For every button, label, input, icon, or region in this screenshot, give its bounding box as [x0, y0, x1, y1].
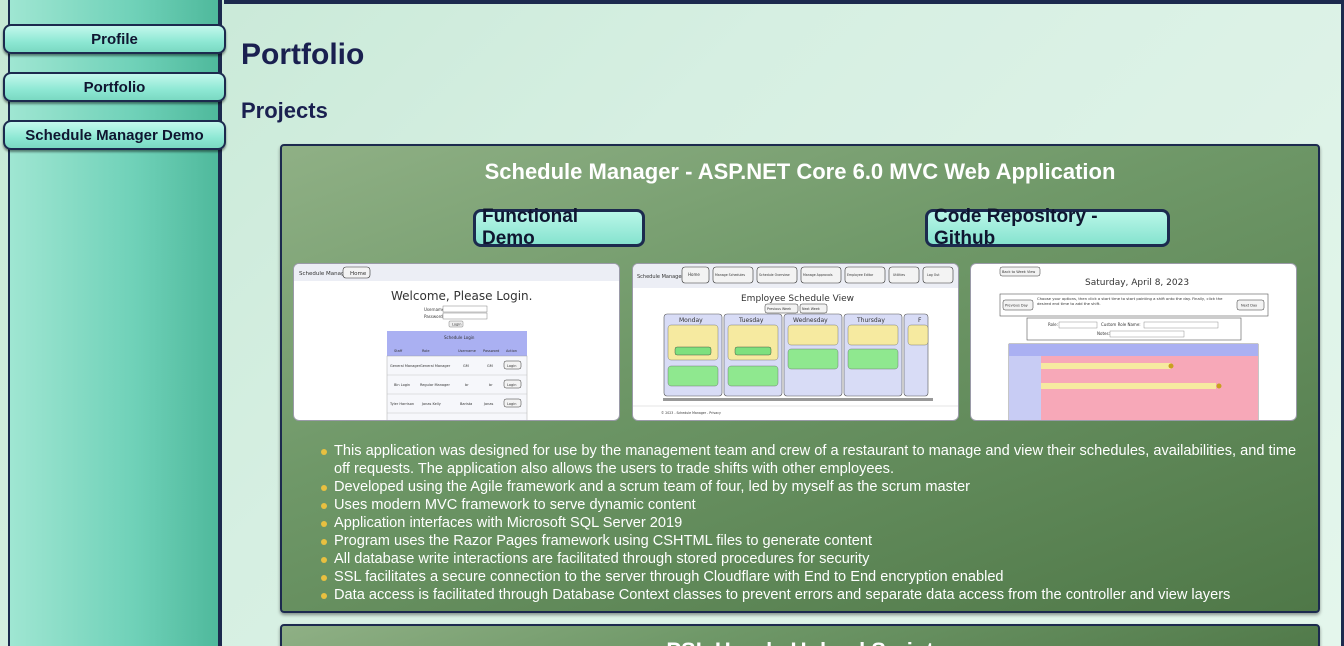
feature-item: Uses modern MVC framework to serve dynam…	[321, 496, 1309, 514]
svg-text:Utilities: Utilities	[893, 273, 905, 277]
feature-item: Developed using the Agile framework and …	[321, 478, 1309, 496]
project-card-schedule-manager: Schedule Manager - ASP.NET Core 6.0 MVC …	[280, 144, 1320, 613]
svg-text:Action: Action	[506, 349, 517, 353]
shot3-notes-label: Notes:	[1097, 331, 1110, 336]
shot1-table-title: Schedule Login	[444, 335, 475, 340]
shot3-shift-grid	[1008, 343, 1259, 420]
feature-item: Application interfaces with Microsoft SQ…	[321, 514, 1309, 532]
svg-text:Manage Schedules: Manage Schedules	[715, 273, 745, 277]
shot1-username-label: Username:	[424, 307, 446, 312]
svg-text:Wednesday: Wednesday	[793, 317, 828, 324]
top-border	[224, 0, 1344, 4]
shot2-prev-button: Previous Week	[767, 307, 791, 311]
shot1-password-label: Password:	[424, 314, 444, 319]
svg-text:Role: Role	[422, 349, 430, 353]
functional-demo-button[interactable]: Functional Demo	[473, 206, 645, 249]
feature-item: This application was designed for use by…	[321, 442, 1309, 478]
shot3-custom-label: Custom Role Name:	[1101, 322, 1141, 327]
project-card-psl-upload: PSL Hourly Upload Script	[280, 624, 1320, 646]
feature-item: SSL facilitates a secure connection to t…	[321, 568, 1309, 586]
svg-text:Monday: Monday	[679, 317, 703, 324]
svg-text:Password: Password	[483, 349, 499, 353]
screenshot-login[interactable]: Schedule Manager Home Welcome, Please Lo…	[293, 263, 620, 421]
shot1-heading: Welcome, Please Login.	[391, 289, 532, 303]
svg-text:Regular Manager: Regular Manager	[420, 383, 450, 387]
shot2-day-columns: Monday Tuesday Wednesday Thursday F	[663, 313, 929, 397]
svg-text:Thursday: Thursday	[856, 317, 885, 324]
svg-text:Staff: Staff	[394, 349, 403, 353]
shot1-table-row: Tyler Harrison Jonas Kelly Barista Jonas…	[389, 398, 522, 408]
feature-list: This application was designed for use by…	[321, 442, 1309, 604]
sidebar	[8, 0, 222, 646]
svg-text:Log Out: Log Out	[927, 273, 940, 277]
feature-item: All database write interactions are faci…	[321, 550, 1309, 568]
svg-text:Tuesday: Tuesday	[738, 317, 764, 324]
svg-text:General Manager: General Manager	[390, 364, 421, 368]
sidebar-item-profile[interactable]: Profile	[3, 24, 226, 54]
svg-text:General Manager: General Manager	[420, 364, 451, 368]
sidebar-item-schedule-manager-demo[interactable]: Schedule Manager Demo	[3, 120, 226, 150]
shot3-next-button: Next Day	[1241, 304, 1257, 308]
svg-text:Barista: Barista	[460, 402, 472, 406]
screenshot-day-editor[interactable]: Back to Week View Saturday, April 8, 202…	[970, 263, 1297, 421]
svg-text:Tyler Harrison: Tyler Harrison	[389, 402, 414, 406]
section-title: Projects	[241, 98, 328, 123]
svg-text:F: F	[918, 317, 922, 324]
screenshot-schedule-view[interactable]: Schedule Manager Home Manage Schedules S…	[632, 263, 959, 421]
svg-text:Manage Approvals: Manage Approvals	[803, 273, 833, 277]
svg-text:br: br	[465, 383, 469, 387]
project-title: PSL Hourly Upload Script	[282, 638, 1318, 646]
svg-text:Bin Login: Bin Login	[394, 383, 410, 387]
shot2-nav: Home Manage Schedules Schedule Overview …	[681, 266, 954, 284]
svg-text:Login: Login	[507, 383, 516, 387]
svg-text:Jonas Kelly: Jonas Kelly	[421, 402, 441, 406]
svg-text:Employee Editor: Employee Editor	[847, 273, 874, 277]
shot1-table-columns: Staff Role Username Password Action	[394, 349, 517, 353]
svg-text:Login: Login	[507, 402, 516, 406]
svg-text:Jonas: Jonas	[483, 402, 494, 406]
project-title: Schedule Manager - ASP.NET Core 6.0 MVC …	[484, 159, 1116, 184]
shot2-next-button: Next Week	[802, 307, 820, 311]
svg-text:br: br	[489, 383, 493, 387]
shot2-heading: Employee Schedule View	[741, 294, 854, 304]
shot2-app-name: Schedule Manager	[637, 274, 684, 280]
code-repository-button[interactable]: Code Repository - Github	[925, 206, 1170, 249]
right-border	[1341, 0, 1344, 646]
shot3-back-button: Back to Week View	[1002, 270, 1035, 274]
svg-text:GM: GM	[487, 364, 493, 368]
svg-text:Username: Username	[458, 349, 476, 353]
shot3-role-label: Role:	[1048, 322, 1058, 327]
sidebar-item-portfolio[interactable]: Portfolio	[3, 72, 226, 102]
shot1-app-name: Schedule Manager	[299, 271, 351, 277]
shot3-instructions: Choose your options, then click a start …	[1037, 296, 1223, 306]
svg-text:Home: Home	[688, 272, 700, 277]
shot1-login-button: Login	[452, 323, 461, 327]
page-title: Portfolio	[241, 38, 365, 71]
shot1-table-row: General Manager General Manager GM GM Lo…	[390, 360, 522, 370]
shot3-prev-button: Previous Day	[1005, 304, 1028, 308]
feature-item: Data access is facilitated through Datab…	[321, 586, 1309, 604]
feature-item: Program uses the Razor Pages framework u…	[321, 532, 1309, 550]
svg-text:GM: GM	[463, 364, 469, 368]
shot1-table-row: Bin Login Regular Manager br br Login	[394, 379, 522, 389]
shot2-footer: © 2023 - Schedule Manager - Privacy	[661, 411, 721, 415]
svg-text:Login: Login	[507, 364, 516, 368]
svg-text:Schedule Overview: Schedule Overview	[759, 273, 790, 277]
shot3-date: Saturday, April 8, 2023	[1085, 278, 1189, 288]
shot1-home-button: Home	[350, 271, 367, 277]
